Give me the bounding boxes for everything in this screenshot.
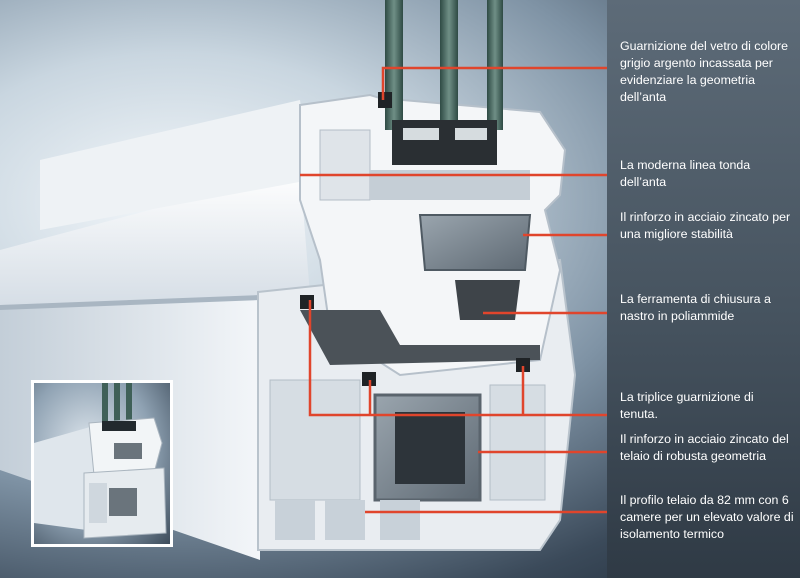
callout-panel bbox=[607, 0, 800, 578]
callout-sash-reinforcement: Il rinforzo in acciaio zincato per una m… bbox=[620, 210, 791, 241]
leader-line-5 bbox=[308, 300, 612, 417]
gasket-2 bbox=[362, 372, 376, 386]
gasket-3 bbox=[516, 358, 530, 372]
callout-frame-profile: Il profilo telaio da 82 mm con 6 camere … bbox=[620, 493, 794, 541]
gasket-1 bbox=[300, 295, 314, 309]
glass-gasket bbox=[378, 92, 392, 108]
callout-glass-gasket: Guarnizione del vetro di colore grigio a… bbox=[620, 39, 789, 104]
sash-steel-reinforcement bbox=[418, 214, 532, 271]
frame-top-face bbox=[0, 170, 310, 305]
callout-frame-reinforcement: Il rinforzo in acciaio zincato del telai… bbox=[620, 432, 789, 463]
sash-chamber bbox=[319, 129, 371, 201]
glass-pane-3 bbox=[487, 0, 503, 130]
inset-profile-image bbox=[34, 383, 167, 539]
callout-rounded-sash: La moderna linea tonda dell’anta bbox=[620, 158, 751, 189]
callout-hardware-channel: La ferramenta di chiusura a nastro in po… bbox=[620, 292, 771, 323]
callout-triple-gasket: La triplice guarnizione di tenuta. bbox=[620, 390, 754, 421]
glass-pane-2 bbox=[440, 0, 458, 130]
sash-extrusion bbox=[40, 100, 310, 230]
inset-thumbnail bbox=[31, 380, 173, 547]
glass-pane-1 bbox=[385, 0, 403, 130]
hardware-channel bbox=[300, 310, 540, 365]
leader-line-1 bbox=[381, 66, 612, 100]
